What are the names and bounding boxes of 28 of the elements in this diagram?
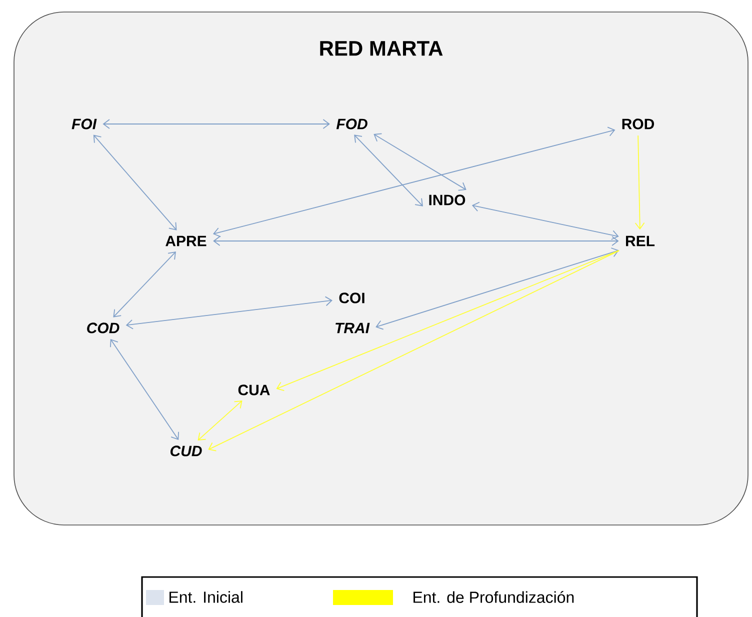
arrow bbox=[208, 250, 620, 452]
node-label: FOI bbox=[72, 118, 97, 130]
node-label: FOD bbox=[336, 118, 368, 130]
node-label: COD bbox=[87, 322, 120, 334]
arrow bbox=[213, 236, 619, 246]
arrow bbox=[198, 400, 242, 440]
arrow bbox=[212, 126, 616, 238]
arrow bbox=[374, 133, 466, 191]
node-label: REL bbox=[626, 236, 655, 246]
arrow bbox=[113, 252, 176, 318]
node-label: ROD bbox=[622, 118, 654, 130]
node-label: COI bbox=[339, 292, 364, 304]
arrow bbox=[93, 134, 177, 230]
node-label: APRE bbox=[166, 236, 206, 246]
arrow bbox=[634, 135, 645, 230]
arrow bbox=[102, 119, 330, 129]
arrow bbox=[472, 202, 619, 240]
arrow bbox=[126, 296, 332, 330]
node-label: CUA bbox=[238, 384, 270, 396]
node-label: TRAI bbox=[336, 322, 370, 334]
legend-text: Ent. Inicial bbox=[170, 591, 242, 603]
arrow bbox=[276, 250, 620, 391]
node-label: CUD bbox=[170, 446, 202, 456]
arrow bbox=[354, 134, 423, 206]
node-label: INDO bbox=[429, 194, 466, 206]
arrow bbox=[110, 338, 179, 440]
legend-text: Ent. de Profundización bbox=[414, 591, 574, 603]
arrow bbox=[376, 248, 619, 330]
